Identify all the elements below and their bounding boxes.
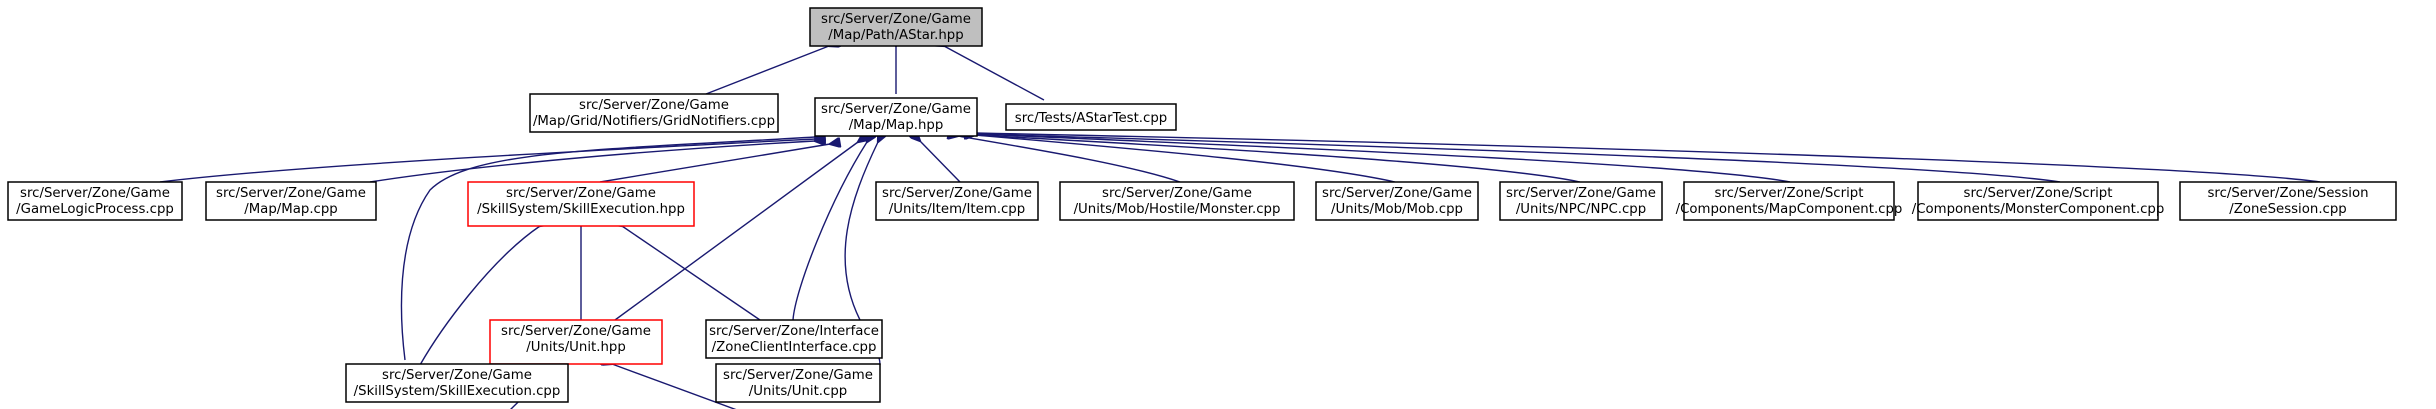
edge-astartest-to-astar	[944, 46, 1045, 101]
node-box[interactable]	[489, 319, 663, 365]
node-astar-test-cpp[interactable]: src/Tests/AStarTest.cpp	[1005, 103, 1177, 131]
edge-skillexecutioncpp-to-map	[400, 137, 815, 361]
node-label-line2: /SkillSystem/SkillExecution.hpp	[477, 202, 685, 217]
node-zone-session-cpp[interactable]: src/Server/Zone/Session/ZoneSession.cpp	[2179, 181, 2397, 221]
node-box[interactable]	[1683, 181, 1895, 221]
node-box[interactable]	[814, 97, 978, 137]
node-label-line1: src/Server/Zone/Game	[723, 368, 873, 383]
node-label-line2: /GameLogicProcess.cpp	[16, 202, 174, 217]
node-label-line1: src/Server/Zone/Game	[1102, 186, 1252, 201]
node-box[interactable]	[205, 181, 377, 221]
node-label-line2: /Map/Map.cpp	[244, 202, 338, 217]
node-skill-execution-cpp[interactable]: src/Server/Zone/Game/SkillSystem/SkillEx…	[345, 363, 569, 403]
node-label-line1: src/Server/Zone/Game	[216, 186, 366, 201]
edge-mapcpp-to-map	[369, 141, 815, 183]
edge-unithpp-to-map	[614, 142, 858, 321]
edge-mobcpp-to-map	[975, 135, 1396, 183]
node-box[interactable]	[1499, 181, 1663, 221]
node-label-line1: src/Server/Zone/Interface	[709, 324, 879, 339]
node-label-line2: /Components/MonsterComponent.cpp	[1912, 202, 2165, 217]
node-box[interactable]	[705, 319, 883, 359]
node-box[interactable]	[1005, 103, 1177, 131]
edge-gridnotifiers-to-astar	[705, 46, 829, 95]
node-label-line1: src/Server/Zone/Game	[882, 186, 1032, 201]
node-box[interactable]	[809, 7, 983, 47]
node-box[interactable]	[2179, 181, 2397, 221]
edge-monstercpp-to-map	[958, 136, 1181, 183]
node-map-cpp[interactable]: src/Server/Zone/Game/Map/Map.cpp	[205, 181, 377, 221]
node-unit-hpp[interactable]: src/Server/Zone/Game/Units/Unit.hpp	[489, 319, 663, 365]
node-label-line2: /Map/Path/AStar.hpp	[828, 28, 963, 43]
node-skill-execution-hpp[interactable]: src/Server/Zone/Game/SkillSystem/SkillEx…	[467, 181, 695, 227]
node-box[interactable]	[7, 181, 183, 221]
node-label-line1: src/Server/Zone/Game	[579, 98, 729, 113]
node-astar-hpp[interactable]: src/Server/Zone/Game/Map/Path/AStar.hpp	[809, 7, 983, 47]
node-box[interactable]	[1917, 181, 2159, 221]
node-label-line1: src/Server/Zone/Game	[821, 102, 971, 117]
node-grid-notifiers-cpp[interactable]: src/Server/Zone/Game/Map/Grid/Notifiers/…	[529, 93, 779, 133]
node-label-line2: /Units/Item/Item.cpp	[889, 202, 1025, 217]
node-box[interactable]	[715, 363, 881, 403]
node-label-line1: src/Server/Zone/Game	[821, 12, 971, 27]
node-label-line1: src/Server/Zone/Script	[1964, 186, 2113, 201]
node-label-line1: src/Server/Zone/Game	[382, 368, 532, 383]
node-label-line1: src/Server/Zone/Game	[20, 186, 170, 201]
node-zone-client-interface-cpp[interactable]: src/Server/Zone/Interface/ZoneClientInte…	[705, 319, 883, 359]
node-label-line2: /Units/Unit.hpp	[526, 340, 626, 355]
node-box[interactable]	[1315, 181, 1479, 221]
node-label-line2: /SkillSystem/SkillExecution.cpp	[354, 384, 561, 399]
node-label-line2: /Map/Map.hpp	[849, 118, 944, 133]
edge-skillexecutioncpp-to-skillexecutionhpp	[419, 226, 540, 366]
edge-zoneclientinterface-to-skillexecutionhpp	[622, 226, 761, 321]
edge-monstercomponent-to-map	[975, 134, 2061, 183]
edge-mapcomponent-to-map	[975, 134, 1791, 183]
node-label-line1: src/Server/Zone/Game	[501, 324, 651, 339]
node-label-line2: /Map/Grid/Notifiers/GridNotifiers.cpp	[533, 114, 775, 129]
node-map-hpp[interactable]: src/Server/Zone/Game/Map/Map.hpp	[814, 97, 978, 137]
node-label-line2: /Units/Mob/Hostile/Monster.cpp	[1074, 202, 1281, 217]
node-box[interactable]	[1059, 181, 1295, 221]
dependency-edges	[159, 46, 2321, 409]
node-monster-cpp[interactable]: src/Server/Zone/Game/Units/Mob/Hostile/M…	[1059, 181, 1295, 221]
node-map-component-cpp[interactable]: src/Server/Zone/Script/Components/MapCom…	[1676, 181, 1903, 221]
node-monster-component-cpp[interactable]: src/Server/Zone/Script/Components/Monste…	[1912, 181, 2165, 221]
node-box[interactable]	[875, 181, 1039, 221]
node-item-cpp[interactable]: src/Server/Zone/Game/Units/Item/Item.cpp	[875, 181, 1039, 221]
edge-skillexecutionhpp-to-map	[599, 144, 830, 183]
node-label: src/Tests/AStarTest.cpp	[1015, 111, 1167, 126]
node-label-line2: /Units/Unit.cpp	[749, 384, 847, 399]
node-label-line2: /Units/Mob/Mob.cpp	[1331, 202, 1463, 217]
node-label-line2: /ZoneSession.cpp	[2229, 202, 2346, 217]
node-game-logic-process-cpp[interactable]: src/Server/Zone/Game/GameLogicProcess.cp…	[7, 181, 183, 221]
node-label-line2: /Components/MapComponent.cpp	[1676, 202, 1903, 217]
node-unit-cpp[interactable]: src/Server/Zone/Game/Units/Unit.cpp	[715, 363, 881, 403]
edge-gamelogicprocess-to-map	[159, 139, 815, 183]
edge-npccpp-to-map	[975, 135, 1581, 183]
node-npc-cpp[interactable]: src/Server/Zone/Game/Units/NPC/NPC.cpp	[1499, 181, 1663, 221]
node-box[interactable]	[467, 181, 695, 227]
node-box[interactable]	[345, 363, 569, 403]
node-label-line1: src/Server/Zone/Game	[1506, 186, 1656, 201]
edge-zoneclientinterface-to-map	[792, 142, 867, 321]
node-mob-cpp[interactable]: src/Server/Zone/Game/Units/Mob/Mob.cpp	[1315, 181, 1479, 221]
node-box[interactable]	[529, 93, 779, 133]
node-label-line1: src/Server/Zone/Session	[2207, 186, 2368, 201]
edge-zonesession-to-map	[975, 133, 2321, 183]
node-label-line2: /Units/NPC/NPC.cpp	[1516, 202, 1646, 217]
node-label-line2: /ZoneClientInterface.cpp	[712, 340, 877, 355]
node-label-line1: src/Server/Zone/Game	[506, 186, 656, 201]
node-label-line1: src/Server/Zone/Game	[1322, 186, 1472, 201]
edge-itemcpp-to-map	[920, 141, 961, 183]
node-label-line1: src/Server/Zone/Script	[1715, 186, 1864, 201]
